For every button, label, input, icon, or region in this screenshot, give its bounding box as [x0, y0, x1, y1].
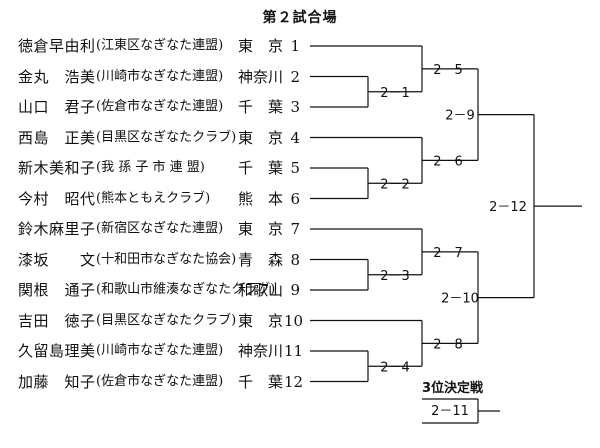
player-name: 今村 昭代 [18, 189, 96, 208]
player-seed: 3 [290, 98, 300, 116]
player-row: 漆坂 文(十和田市なぎなた協会)青 森 8 [0, 248, 310, 272]
player-row: 徳倉早由利(江東区なぎなた連盟) 東 京 1 [0, 34, 310, 58]
player-club: (十和田市なぎなた協会) [96, 251, 237, 267]
player-seed: 1 [290, 37, 300, 55]
player-name: 吉田 徳子 [18, 311, 96, 330]
player-seed: 10 [284, 311, 304, 330]
player-name: 山口 君子 [18, 98, 96, 116]
match-label: 2－12 [489, 200, 527, 215]
player-club: (目黒区なぎなたクラブ) [96, 129, 237, 145]
player-club: (川崎市なぎなた連盟) [96, 343, 224, 358]
match-label: 2－1 [380, 86, 410, 101]
player-prefecture: 千 葉 [238, 159, 284, 177]
player-prefecture: 神奈川 [238, 67, 284, 86]
player-name: 関根 通子 [18, 281, 96, 299]
player-club: (江東区なぎなた連盟) [96, 38, 224, 53]
match-label: 2－11 [431, 404, 469, 419]
player-club: (佐倉市なぎなた連盟) [96, 99, 224, 114]
match-label: 2－9 [445, 109, 475, 124]
player-name: 久留島理美 [18, 342, 96, 360]
player-club: (新宿区なぎなた連盟) [96, 221, 224, 236]
player-prefecture: 千 葉 [238, 98, 284, 116]
player-row: 新木美和子(我 孫 子 市 連 盟) 千 葉 5 [0, 156, 310, 180]
match-label: 2－7 [433, 246, 463, 261]
player-row: 関根 通子(和歌山市維湊なぎなたクラブ)和歌山 9 [0, 278, 310, 302]
bracket-lines [310, 45, 582, 424]
player-seed: 11 [284, 342, 304, 360]
player-name: 徳倉早由利 [18, 37, 96, 55]
player-seed: 7 [290, 220, 300, 238]
player-row: 金丸 浩美(川崎市なぎなた連盟) 神奈川 2 [0, 65, 310, 89]
player-prefecture: 東 京 [238, 220, 284, 238]
player-seed: 2 [290, 67, 300, 86]
match-label: 2－5 [433, 63, 463, 78]
player-club: (佐倉市なぎなた連盟) [96, 373, 224, 389]
player-seed: 6 [290, 189, 300, 208]
player-club: (川崎市なぎなた連盟) [96, 68, 224, 84]
player-name: 漆坂 文 [18, 250, 96, 269]
player-name: 西島 正美 [18, 128, 96, 147]
player-club: (熊本ともえクラブ) [96, 190, 211, 206]
player-seed: 12 [284, 372, 304, 391]
player-prefecture: 千 葉 [238, 372, 284, 391]
player-prefecture: 東 京 [238, 311, 284, 330]
match-label: 2－10 [441, 292, 479, 307]
player-name: 鈴木麻里子 [18, 220, 96, 238]
match-labels: 2－1 2－2 2－3 2－4 2－5 2－6 2－7 2－8 2－9 2－10 2－12 2－11 [380, 63, 527, 419]
player-row: 今村 昭代(熊本ともえクラブ) 熊 本 6 [0, 187, 310, 211]
player-prefecture: 東 京 [238, 37, 284, 55]
page-title: 第２試合場 [262, 10, 338, 26]
match-label: 2－3 [380, 269, 410, 284]
match-label: 2－2 [380, 177, 410, 192]
player-seed: 5 [290, 159, 300, 177]
player-name: 金丸 浩美 [18, 67, 96, 86]
player-seed: 8 [290, 250, 300, 269]
player-seed: 4 [290, 128, 300, 147]
player-name: 加藤 知子 [18, 372, 96, 391]
match-label: 2－4 [380, 360, 410, 375]
player-seed: 9 [290, 281, 300, 299]
third-place-title: 3位決定戦 [422, 381, 484, 396]
player-prefecture: 青 森 [238, 250, 284, 269]
player-club: (我 孫 子 市 連 盟) [96, 160, 205, 175]
match-label: 2－6 [433, 154, 463, 169]
player-club: (目黒区なぎなたクラブ) [96, 312, 237, 328]
match-label: 2－8 [433, 337, 463, 352]
player-prefecture: 和歌山 [238, 281, 284, 299]
player-row: 西島 正美(目黒区なぎなたクラブ)東 京 4 [0, 126, 310, 150]
player-prefecture: 東 京 [238, 128, 284, 147]
player-name: 新木美和子 [18, 159, 96, 177]
player-prefecture: 神奈川 [238, 342, 284, 360]
player-row: 山口 君子(佐倉市なぎなた連盟) 千 葉 3 [0, 95, 310, 119]
player-club: (和歌山市維湊なぎなたクラブ) [96, 282, 276, 297]
player-prefecture: 熊 本 [238, 189, 284, 208]
player-row: 鈴木麻里子(新宿区なぎなた連盟) 東 京 7 [0, 217, 310, 241]
